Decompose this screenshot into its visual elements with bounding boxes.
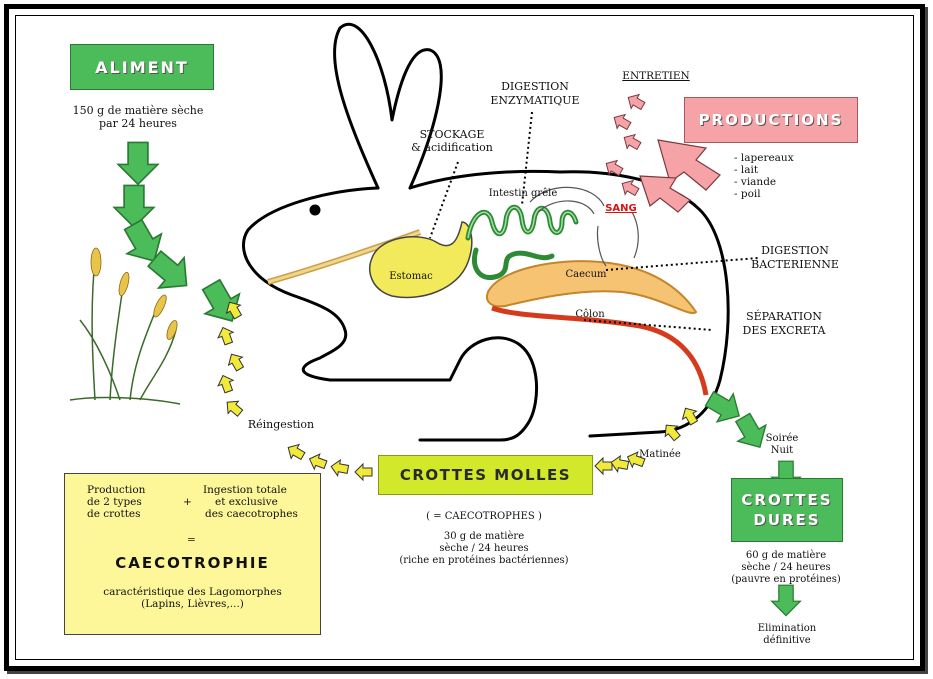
crottes-molles-title: CROTTES MOLLES: [400, 466, 571, 484]
caeco-desc-2: (Lapins, Lièvres,...): [65, 598, 320, 610]
digestion-bacterienne-1: DIGESTION: [740, 244, 850, 257]
crottes-dures-title-1: CROTTES: [741, 490, 832, 510]
entretien-label: ENTRETIEN: [608, 70, 704, 83]
crottes-dures-box: CROTTES DURES: [731, 478, 843, 542]
separation-2: DES EXCRETA: [724, 324, 844, 337]
caeco-desc-1: caractéristique des Lagomorphes: [65, 586, 320, 598]
estomac-label: Estomac: [376, 270, 446, 283]
productions-title: PRODUCTIONS: [699, 111, 844, 129]
crottes-molles-line3: (riche en protéines bactériennes): [374, 554, 594, 567]
caecotrophie-title: CAECOTROPHIE: [65, 554, 320, 572]
caeco-left-2: de 2 types: [87, 496, 142, 508]
production-item-poil: - poil: [734, 188, 761, 201]
caeco-right-1: Ingestion totale: [203, 484, 287, 496]
aliment-amount-line2: par 24 heures: [58, 117, 218, 130]
caeco-equals: =: [187, 534, 196, 546]
caeco-left-1: Production: [87, 484, 145, 496]
reingestion-label: Réingestion: [236, 418, 326, 431]
nuit-label: Nuit: [752, 444, 812, 457]
caeco-right-3: des caecotrophes: [205, 508, 298, 520]
caeco-right-2: et exclusive: [215, 496, 278, 508]
aliment-title: ALIMENT: [95, 58, 189, 77]
digestion-bacterienne-2: BACTERIENNE: [740, 258, 850, 271]
digestion-enzymatique-2: ENZYMATIQUE: [475, 94, 595, 107]
aliment-box: ALIMENT: [70, 44, 214, 90]
crottes-dures-line3: (pauvre en protéines): [716, 573, 856, 586]
caecotrophes-subtitle: ( = CAECOTROPHES ): [404, 510, 564, 523]
productions-box: PRODUCTIONS: [684, 97, 858, 143]
separation-1: SÉPARATION: [724, 310, 844, 323]
acidification-label: & acidification: [392, 141, 512, 154]
caeco-plus: +: [183, 496, 192, 508]
stomach: [370, 222, 472, 298]
sang-label: SANG: [598, 202, 644, 215]
intestin-label: Intestin grêle: [478, 187, 568, 200]
crottes-dures-title-2: DURES: [753, 510, 820, 530]
digestion-enzymatique-1: DIGESTION: [475, 80, 595, 93]
matinee-label: Matinée: [630, 448, 690, 461]
colon-label: Côlon: [562, 308, 618, 321]
elimination-2: définitive: [752, 634, 822, 647]
stockage-label: STOCKAGE: [392, 128, 512, 141]
crottes-molles-box: CROTTES MOLLES: [378, 455, 593, 495]
aliment-amount-line1: 150 g de matière sèche: [58, 104, 218, 117]
caecotrophie-box: Production de 2 types de crottes + Inges…: [64, 473, 321, 635]
caeco-left-3: de crottes: [87, 508, 141, 520]
caecum-label: Caecum: [556, 268, 616, 281]
